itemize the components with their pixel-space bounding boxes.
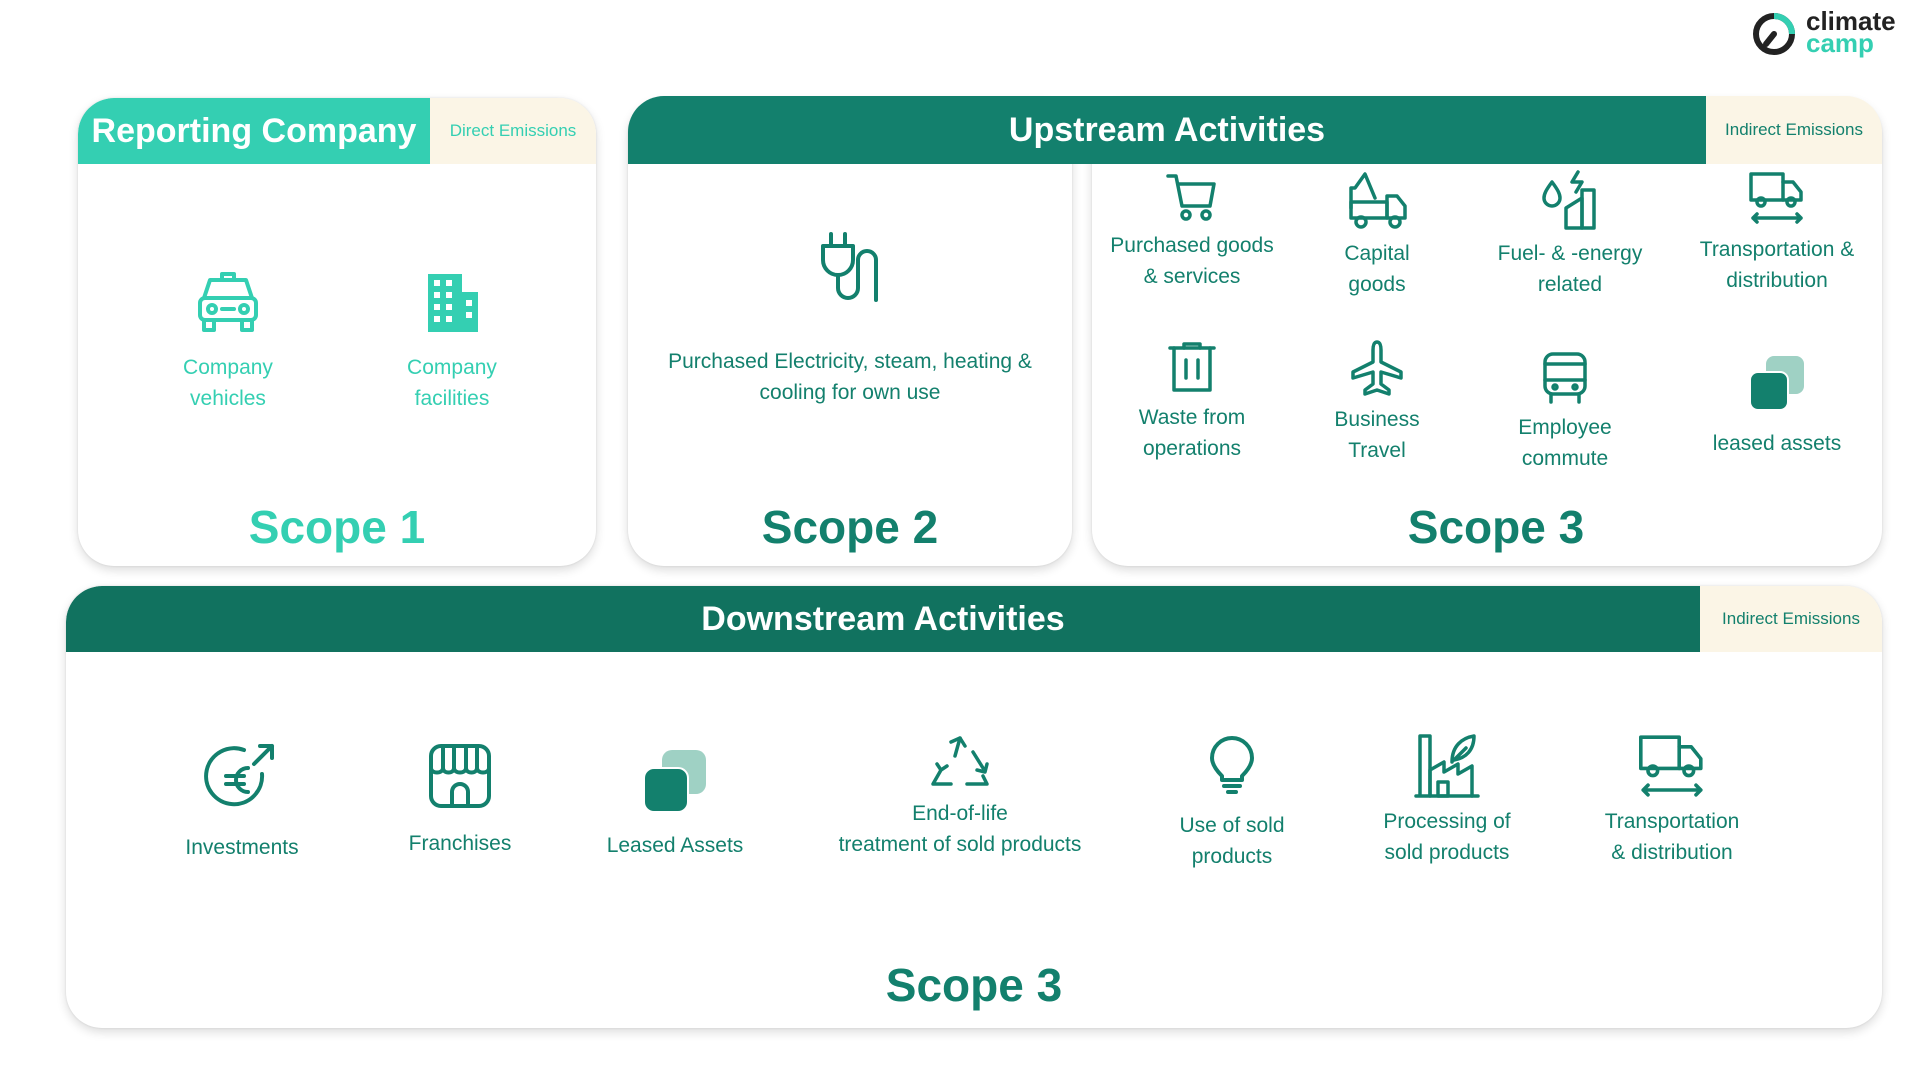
fuel-energy-icon xyxy=(1542,170,1596,230)
upstream-activities-title: Upstream Activities xyxy=(628,96,1706,164)
processing-label: Processing of sold products xyxy=(1383,810,1511,864)
company-vehicles-item: Company vehicles xyxy=(148,266,308,414)
franchises-item: Franchises xyxy=(380,740,540,859)
fuel-energy-label: Fuel- & -energy related xyxy=(1497,242,1643,296)
trash-icon xyxy=(1168,342,1216,392)
company-facilities-item: Company facilities xyxy=(372,266,532,414)
euro-growth-icon xyxy=(204,744,274,807)
purchased-goods-item: Purchased goods & services xyxy=(1102,168,1282,292)
downstream-transportation-label: Transportation & distribution xyxy=(1604,810,1740,864)
logo-mark-icon xyxy=(1753,13,1795,55)
investments-label: Investments xyxy=(185,836,299,859)
downstream-leased-assets-label: Leased Assets xyxy=(606,834,744,857)
employee-commute-item: Employee commute xyxy=(1480,350,1650,474)
car-icon xyxy=(198,272,258,332)
recycle-icon xyxy=(931,736,989,786)
company-vehicles-label: Company vehicles xyxy=(183,356,273,410)
downstream-activities-title: Downstream Activities xyxy=(66,586,1700,652)
processing-item: Processing of sold products xyxy=(1362,730,1532,868)
logo-text-climate: climate xyxy=(1806,6,1896,36)
building-icon xyxy=(428,274,478,332)
delivery-truck-icon xyxy=(1749,172,1803,224)
truck-crane-icon xyxy=(1349,172,1407,229)
downstream-indirect-emissions-tag: Indirect Emissions xyxy=(1700,586,1882,652)
upstream-transportation-label: Transportation & distribution xyxy=(1699,238,1855,292)
lightbulb-icon xyxy=(1210,736,1254,794)
storefront-icon xyxy=(429,744,491,808)
scope-2-card: Purchased Electricity, steam, heating & … xyxy=(628,98,1072,566)
use-of-sold-products-item: Use of sold products xyxy=(1152,736,1312,872)
airplane-icon xyxy=(1351,340,1403,396)
factory-icon xyxy=(1414,734,1480,798)
upstream-indirect-emissions-tag: Indirect Emissions xyxy=(1706,96,1882,164)
fuel-energy-item: Fuel- & -energy related xyxy=(1480,168,1660,300)
upstream-leased-assets-item: leased assets xyxy=(1682,354,1872,459)
franchises-label: Franchises xyxy=(408,832,512,855)
purchased-electricity-label: Purchased Electricity, steam, heating & … xyxy=(668,350,1032,404)
plug-icon xyxy=(821,232,878,302)
upstream-transportation-item: Transportation & distribution xyxy=(1682,168,1872,296)
upstream-leased-assets-label: leased assets xyxy=(1712,432,1842,455)
employee-commute-label: Employee commute xyxy=(1518,416,1612,470)
climate-camp-logo: climate camp xyxy=(1750,8,1910,58)
bus-icon xyxy=(1543,352,1587,404)
cart-icon xyxy=(1166,174,1216,221)
delivery-truck-icon xyxy=(1639,735,1703,797)
purchased-goods-label: Purchased goods & services xyxy=(1110,234,1274,288)
scope-3-upstream-title: Scope 3 xyxy=(1407,501,1585,553)
downstream-card: Downstream Activities Indirect Emissions xyxy=(66,586,1882,1028)
end-of-life-label: End-of-life treatment of sold products xyxy=(838,802,1082,856)
waste-label: Waste from operations xyxy=(1138,406,1246,460)
business-travel-item: Business Travel xyxy=(1292,338,1462,466)
downstream-leased-assets-item: Leased Assets xyxy=(590,748,760,861)
purchased-electricity-item: Purchased Electricity, steam, heating & … xyxy=(628,230,1072,408)
leased-assets-icon xyxy=(643,750,706,813)
downstream-transportation-item: Transportation & distribution xyxy=(1582,730,1762,868)
investments-item: Investments xyxy=(162,740,322,863)
scope-3-downstream-title: Scope 3 xyxy=(885,959,1063,1011)
capital-goods-label: Capital goods xyxy=(1344,242,1410,296)
direct-emissions-tag: Direct Emissions xyxy=(430,98,596,164)
reporting-company-title: Reporting Company xyxy=(78,98,430,164)
scope-2-title: Scope 2 xyxy=(761,501,939,553)
company-facilities-label: Company facilities xyxy=(407,356,497,410)
end-of-life-item: End-of-life treatment of sold products xyxy=(810,734,1110,860)
leased-assets-icon xyxy=(1749,356,1804,411)
waste-item: Waste from operations xyxy=(1102,340,1282,464)
business-travel-label: Business Travel xyxy=(1334,408,1420,462)
logo-text-camp: camp xyxy=(1806,28,1874,58)
capital-goods-item: Capital goods xyxy=(1292,168,1462,300)
use-of-sold-products-label: Use of sold products xyxy=(1179,814,1285,868)
scope-1-title: Scope 1 xyxy=(248,501,426,553)
reporting-company-card: Reporting Company Direct Emissions Compa… xyxy=(78,98,596,566)
